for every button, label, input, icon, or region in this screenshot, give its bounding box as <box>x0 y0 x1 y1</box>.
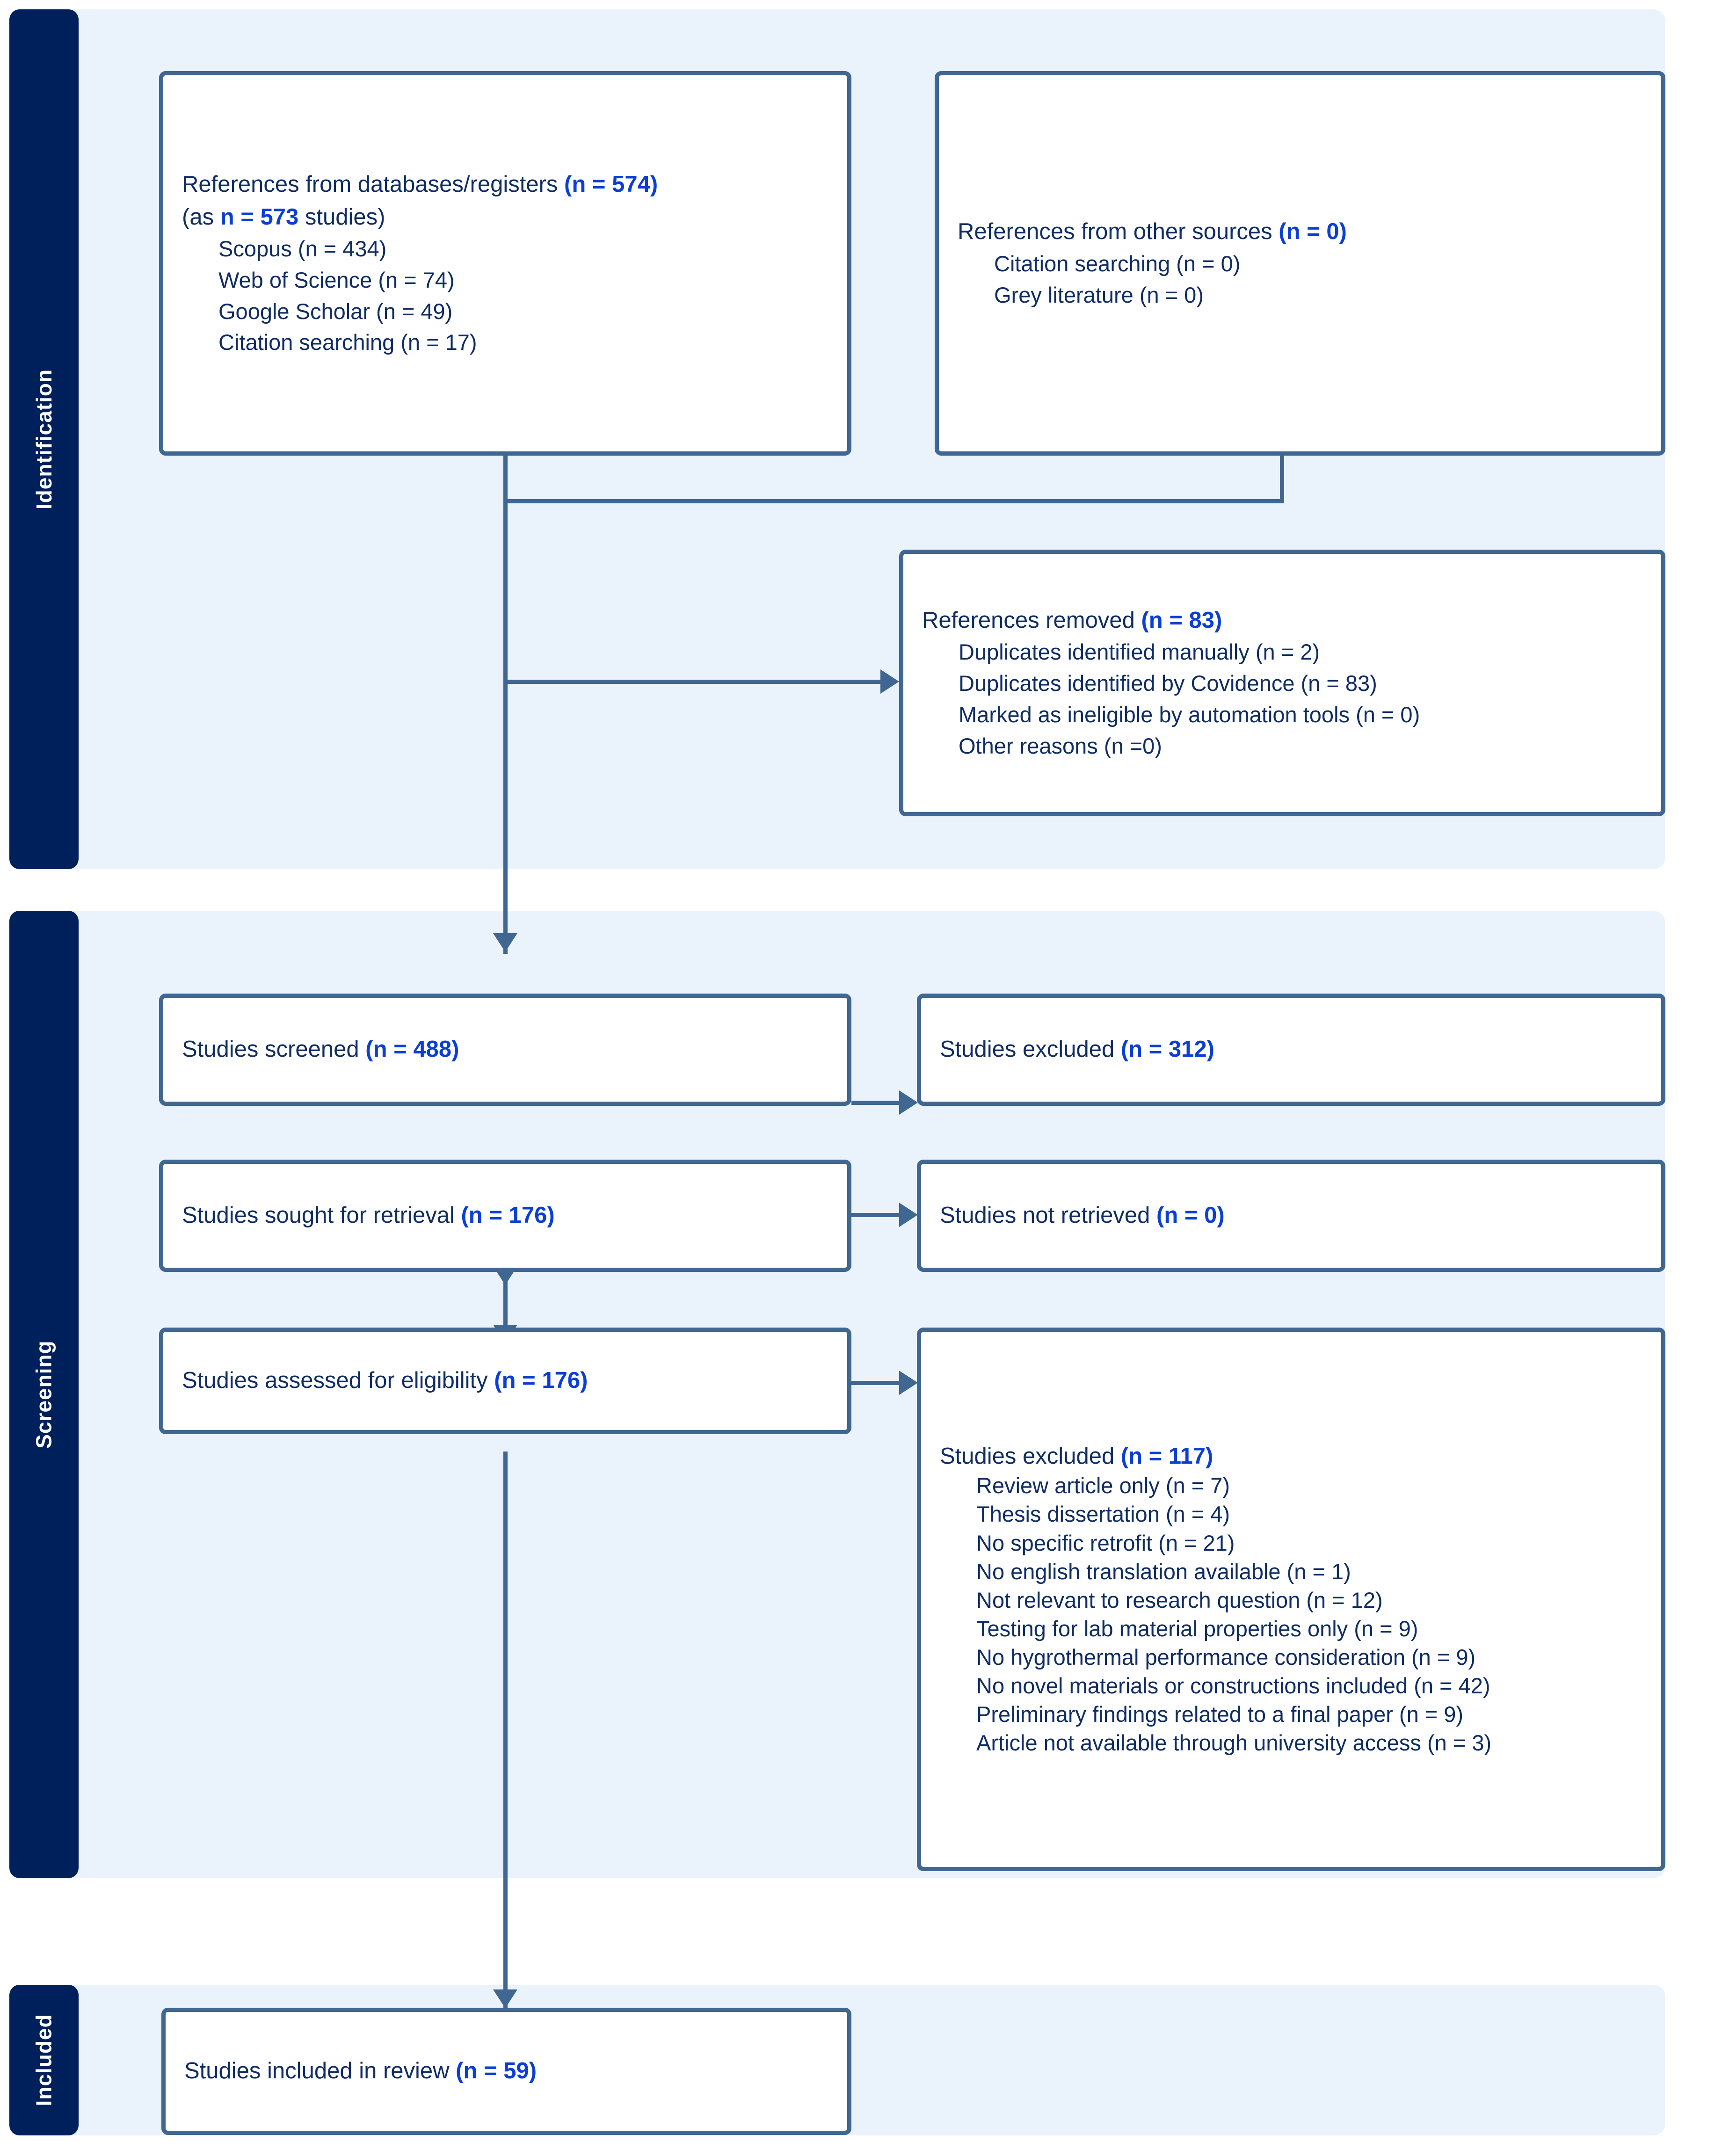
stage-label-screening: Screening <box>32 1340 57 1449</box>
removed-item: Other reasons (n =0) <box>959 733 1162 758</box>
arrow-to-removed <box>880 669 899 694</box>
connector-assessed-to-excluded <box>851 1381 899 1385</box>
sought-title-count: (n = 176) <box>461 1203 555 1228</box>
eligibility-excluded-item: Not relevant to research question (n = 1… <box>976 1587 1383 1612</box>
arrow-to-included <box>493 1989 517 2008</box>
databases-title: References from databases/registers (n =… <box>182 168 828 201</box>
screened-excluded-title: Studies excluded (n = 312) <box>940 1033 1642 1066</box>
box-studies-screened[interactable]: Studies screened (n = 488) <box>159 994 851 1106</box>
databases-title-text: References from databases/registers <box>182 171 565 197</box>
box-references-from-other-sources[interactable]: References from other sources (n = 0) Ci… <box>935 71 1665 456</box>
other-sources-title-count: (n = 0) <box>1279 219 1347 245</box>
stage-bar-identification: Identification <box>9 9 79 869</box>
screened-title: Studies screened (n = 488) <box>182 1033 828 1066</box>
databases-subtitle-count: n = 573 <box>220 204 299 230</box>
eligibility-excluded-item: No specific retrofit (n = 21) <box>976 1530 1235 1555</box>
removed-title-text: References removed <box>922 607 1141 633</box>
box-studies-sought-for-retrieval[interactable]: Studies sought for retrieval (n = 176) <box>159 1160 851 1272</box>
stage-bar-included: Included <box>9 1985 79 2135</box>
connector-screened-to-excluded <box>851 1101 899 1105</box>
included-title: Studies included in review (n = 59) <box>184 2055 828 2088</box>
screened-excluded-title-count: (n = 312) <box>1120 1037 1214 1062</box>
box-studies-not-retrieved[interactable]: Studies not retrieved (n = 0) <box>917 1160 1665 1272</box>
removed-item: Duplicates identified manually (n = 2) <box>959 639 1320 665</box>
databases-item: Scopus (n = 434) <box>218 236 387 261</box>
connector-databases-stub <box>503 456 508 499</box>
sought-title-text: Studies sought for retrieval <box>182 1203 461 1228</box>
databases-item: Citation searching (n = 17) <box>218 330 477 355</box>
eligibility-excluded-item: Review article only (n = 7) <box>976 1473 1230 1498</box>
assessed-title: Studies assessed for eligibility (n = 17… <box>182 1365 828 1397</box>
box-studies-assessed-for-eligibility[interactable]: Studies assessed for eligibility (n = 17… <box>159 1328 851 1434</box>
not-retrieved-title-count: (n = 0) <box>1156 1203 1225 1228</box>
box-studies-excluded-eligibility[interactable]: Studies excluded (n = 117) Review articl… <box>917 1328 1665 1871</box>
eligibility-excluded-item: Article not available through university… <box>976 1730 1492 1756</box>
databases-item: Google Scholar (n = 49) <box>218 298 453 324</box>
connector-merge-bar <box>503 499 1284 503</box>
eligibility-excluded-item: No novel materials or constructions incl… <box>976 1673 1490 1699</box>
eligibility-excluded-item: No hygrothermal performance consideratio… <box>976 1644 1476 1670</box>
databases-subtitle: (as n = 573 studies) <box>182 201 828 234</box>
databases-subtitle-post: studies) <box>298 204 385 230</box>
eligibility-excluded-title-count: (n = 117) <box>1120 1443 1213 1469</box>
removed-item: Duplicates identified by Covidence (n = … <box>959 671 1377 696</box>
included-title-count: (n = 59) <box>456 2058 537 2084</box>
eligibility-excluded-title: Studies excluded (n = 117) <box>940 1442 1642 1472</box>
connector-sought-to-not-retrieved <box>851 1213 899 1217</box>
connector-other-sources-stub <box>1280 456 1284 499</box>
not-retrieved-title: Studies not retrieved (n = 0) <box>940 1199 1642 1232</box>
eligibility-excluded-item: No english translation available (n = 1) <box>976 1559 1351 1584</box>
eligibility-excluded-title-text: Studies excluded <box>940 1443 1121 1469</box>
arrow-screened-excluded <box>899 1090 918 1115</box>
removed-title-count: (n = 83) <box>1141 607 1222 633</box>
eligibility-excluded-item: Testing for lab material properties only… <box>976 1616 1418 1641</box>
arrow-assessed-excluded <box>899 1371 918 1395</box>
connector-assessed-to-included <box>503 1452 508 2008</box>
connector-merge-drop <box>503 499 508 954</box>
arrow-sought-not-retrieved <box>899 1203 918 1227</box>
eligibility-excluded-item: Thesis dissertation (n = 4) <box>976 1502 1230 1527</box>
connector-to-removed <box>503 680 880 684</box>
stage-label-identification: Identification <box>32 369 57 510</box>
box-references-removed[interactable]: References removed (n = 83) Duplicates i… <box>899 550 1665 816</box>
removed-title: References removed (n = 83) <box>922 604 1642 637</box>
other-sources-item: Grey literature (n = 0) <box>994 282 1204 307</box>
databases-title-count: (n = 574) <box>564 171 658 197</box>
sought-title: Studies sought for retrieval (n = 176) <box>182 1199 828 1232</box>
screened-excluded-title-text: Studies excluded <box>940 1037 1121 1062</box>
other-sources-title: References from other sources (n = 0) <box>958 216 1642 248</box>
stage-label-included: Included <box>32 2014 56 2106</box>
screened-title-count: (n = 488) <box>365 1037 459 1062</box>
other-sources-title-text: References from other sources <box>958 219 1279 245</box>
arrow-to-screened <box>493 933 517 952</box>
eligibility-excluded-item: Preliminary findings related to a final … <box>976 1702 1464 1727</box>
box-references-from-databases[interactable]: References from databases/registers (n =… <box>159 71 851 456</box>
stage-bar-screening: Screening <box>9 911 79 1878</box>
assessed-title-text: Studies assessed for eligibility <box>182 1368 494 1394</box>
screened-title-text: Studies screened <box>182 1037 366 1062</box>
databases-item: Web of Science (n = 74) <box>218 267 455 292</box>
removed-item: Marked as ineligible by automation tools… <box>959 702 1420 727</box>
connector-sought-to-assessed <box>503 1269 508 1343</box>
not-retrieved-title-text: Studies not retrieved <box>940 1203 1157 1228</box>
box-studies-included-in-review[interactable]: Studies included in review (n = 59) <box>161 2008 851 2135</box>
other-sources-item: Citation searching (n = 0) <box>994 251 1241 276</box>
assessed-title-count: (n = 176) <box>494 1368 588 1394</box>
included-title-text: Studies included in review <box>184 2058 456 2084</box>
box-studies-excluded-screening[interactable]: Studies excluded (n = 312) <box>917 994 1665 1106</box>
databases-subtitle-pre: (as <box>182 204 220 230</box>
